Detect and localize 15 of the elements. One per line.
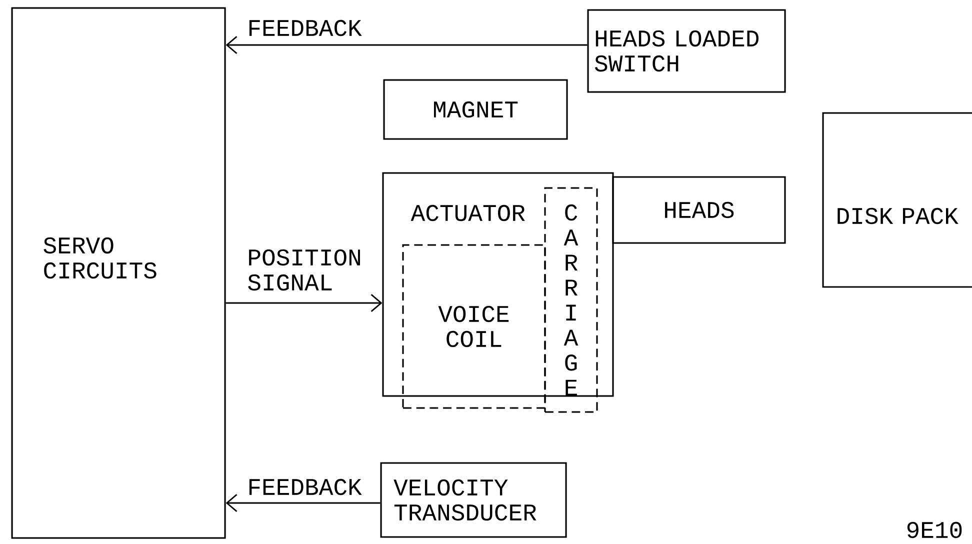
heads-box: HEADS: [612, 176, 786, 244]
transducer-box: VELOCITY TRANSDUCER: [380, 462, 567, 538]
edge-label: FEEDBACK: [249, 20, 362, 36]
circuit-block: SERVO CIRCUITS: [11, 7, 226, 539]
arrow: [226, 494, 380, 512]
switch-box: HEADS LOADED SWITCH: [587, 9, 786, 93]
carriage-box: CARRIAGE: [544, 187, 598, 413]
edge-label: FEEDBACK: [249, 478, 362, 496]
arrow: [226, 36, 588, 54]
magnet-box: MAGNET: [383, 79, 568, 140]
disk-pack-box: DISK PACK: [822, 112, 972, 288]
edge-label: POSITION SIGNAL: [248, 249, 360, 291]
figure-number: 9E10: [907, 522, 962, 538]
arrow: [226, 294, 382, 312]
voice-coil-box: VOICE COIL: [402, 244, 546, 409]
